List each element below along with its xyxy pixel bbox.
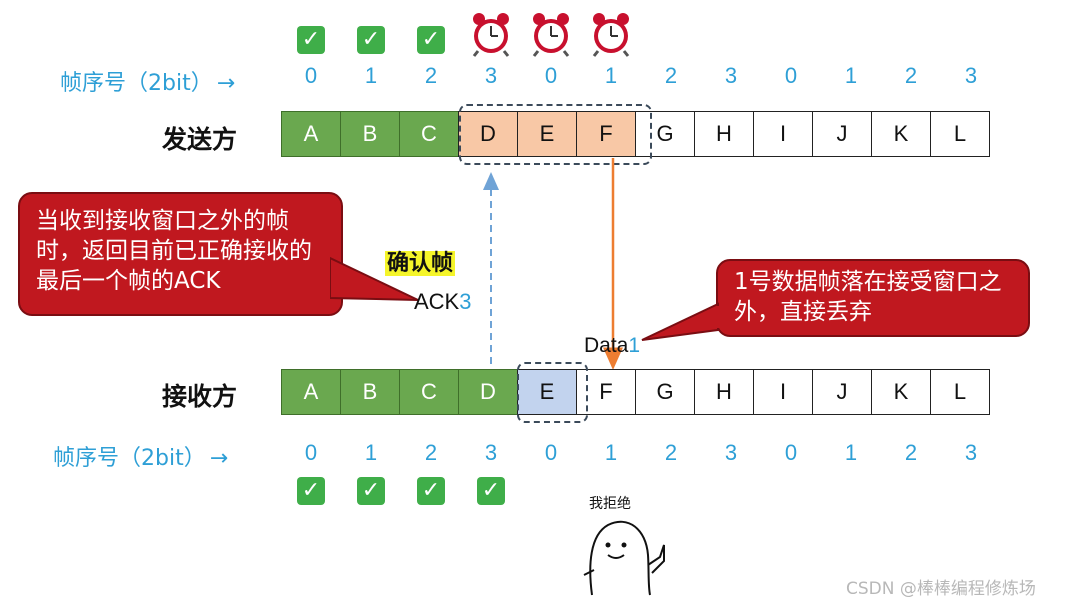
sender-frame-cell: A: [281, 111, 341, 157]
alarm-clock-icon: [592, 13, 630, 57]
checkmark-icon: ✓: [417, 26, 445, 54]
watermark: CSDN @棒棒编程修炼场: [846, 579, 1036, 599]
receiver-seq-number: 2: [424, 440, 438, 465]
receiver-seq-number: 1: [844, 440, 858, 465]
sender-seq-number: 2: [664, 63, 678, 88]
checkmark-icon: ✓: [357, 477, 385, 505]
sender-frame-cell: F: [576, 111, 636, 157]
sender-seq-number: 0: [784, 63, 798, 88]
sender-frame-cell: G: [635, 111, 695, 157]
receiver-frame-cell: I: [753, 369, 813, 415]
receiver-frame-cell: C: [399, 369, 459, 415]
sender-seq-number: 3: [484, 63, 498, 88]
seq-label-text: 帧序号（2bit）: [53, 446, 206, 471]
receiver-frame-cell: H: [694, 369, 754, 415]
callout-right-pointer: [641, 302, 721, 341]
receiver-frame-cell: G: [635, 369, 695, 415]
callout-left-text: 当收到接收窗口之外的帧时，返回目前已正确接收的最后一个帧的ACK: [36, 208, 312, 294]
callout-left: 当收到接收窗口之外的帧时，返回目前已正确接收的最后一个帧的ACK: [18, 192, 343, 316]
confirm-frame-text: 确认帧: [385, 251, 456, 276]
callout-left-pointer: [330, 256, 419, 301]
receiver-seq-number: 3: [484, 440, 498, 465]
receiver-frame-cell: L: [930, 369, 990, 415]
checkmark-icon: ✓: [297, 26, 325, 54]
checkmark-icon: ✓: [357, 26, 385, 54]
ack-text: ACK: [414, 289, 460, 314]
sender-frame-cell: L: [930, 111, 990, 157]
checkmark-icon: ✓: [477, 477, 505, 505]
arrow-right-icon: →: [209, 446, 229, 471]
confirm-frame-label: 确认帧: [385, 245, 456, 277]
receiver-seq-number: 1: [364, 440, 378, 465]
alarm-clock-icon: [472, 13, 510, 57]
alarm-clock-icon: [532, 13, 570, 57]
callout-right: 1号数据帧落在接受窗口之外，直接丢弃: [716, 259, 1030, 337]
sender-seq-number: 2: [904, 63, 918, 88]
receiver-seq-number: 0: [784, 440, 798, 465]
data-label: Data1: [584, 334, 640, 358]
receiver-frame-cell: J: [812, 369, 872, 415]
sender-seq-number: 0: [304, 63, 318, 88]
seq-label-text: 帧序号（2bit）: [60, 71, 213, 96]
sender-frame-cell: J: [812, 111, 872, 157]
meme-caption: 我拒绝: [589, 496, 631, 512]
receiver-seq-number: 2: [904, 440, 918, 465]
data-text: Data: [584, 334, 629, 357]
sender-seq-number: 3: [964, 63, 978, 88]
sender-frame-cell: D: [458, 111, 518, 157]
checkmark-icon: ✓: [417, 477, 445, 505]
sender-frame-cell: B: [340, 111, 400, 157]
receiver-label: 接收方: [162, 382, 238, 411]
sender-seq-number: 1: [844, 63, 858, 88]
receiver-seq-number: 0: [304, 440, 318, 465]
receiver-frame-cell: K: [871, 369, 931, 415]
receiver-seq-number: 3: [964, 440, 978, 465]
refusing-character-icon: [583, 520, 665, 596]
receiver-seq-label: 帧序号（2bit）→: [53, 440, 228, 472]
arrow-right-icon: →: [216, 71, 236, 96]
receiver-frame-cell: A: [281, 369, 341, 415]
sender-window: [459, 104, 652, 165]
sender-label: 发送方: [162, 125, 238, 154]
sender-seq-number: 3: [724, 63, 738, 88]
checkmark-icon: ✓: [297, 477, 325, 505]
receiver-seq-number: 1: [604, 440, 618, 465]
ack-label: ACK3: [414, 289, 472, 315]
data-number: 1: [628, 334, 641, 357]
sender-seq-label: 帧序号（2bit）→: [60, 65, 235, 97]
sender-seq-number: 1: [364, 63, 378, 88]
sender-frame-cell: E: [517, 111, 577, 157]
receiver-seq-number: 2: [664, 440, 678, 465]
receiver-window: [517, 362, 588, 423]
sender-frame-cell: C: [399, 111, 459, 157]
receiver-frame-cell: D: [458, 369, 518, 415]
callout-right-text: 1号数据帧落在接受窗口之外，直接丢弃: [734, 269, 1002, 325]
ack-number: 3: [459, 289, 472, 314]
receiver-frame-cell: B: [340, 369, 400, 415]
sender-frame-cell: I: [753, 111, 813, 157]
receiver-seq-number: 3: [724, 440, 738, 465]
sender-seq-number: 2: [424, 63, 438, 88]
sender-seq-number: 1: [604, 63, 618, 88]
sender-seq-number: 0: [544, 63, 558, 88]
receiver-seq-number: 0: [544, 440, 558, 465]
receiver-frame-cell: E: [517, 369, 577, 415]
